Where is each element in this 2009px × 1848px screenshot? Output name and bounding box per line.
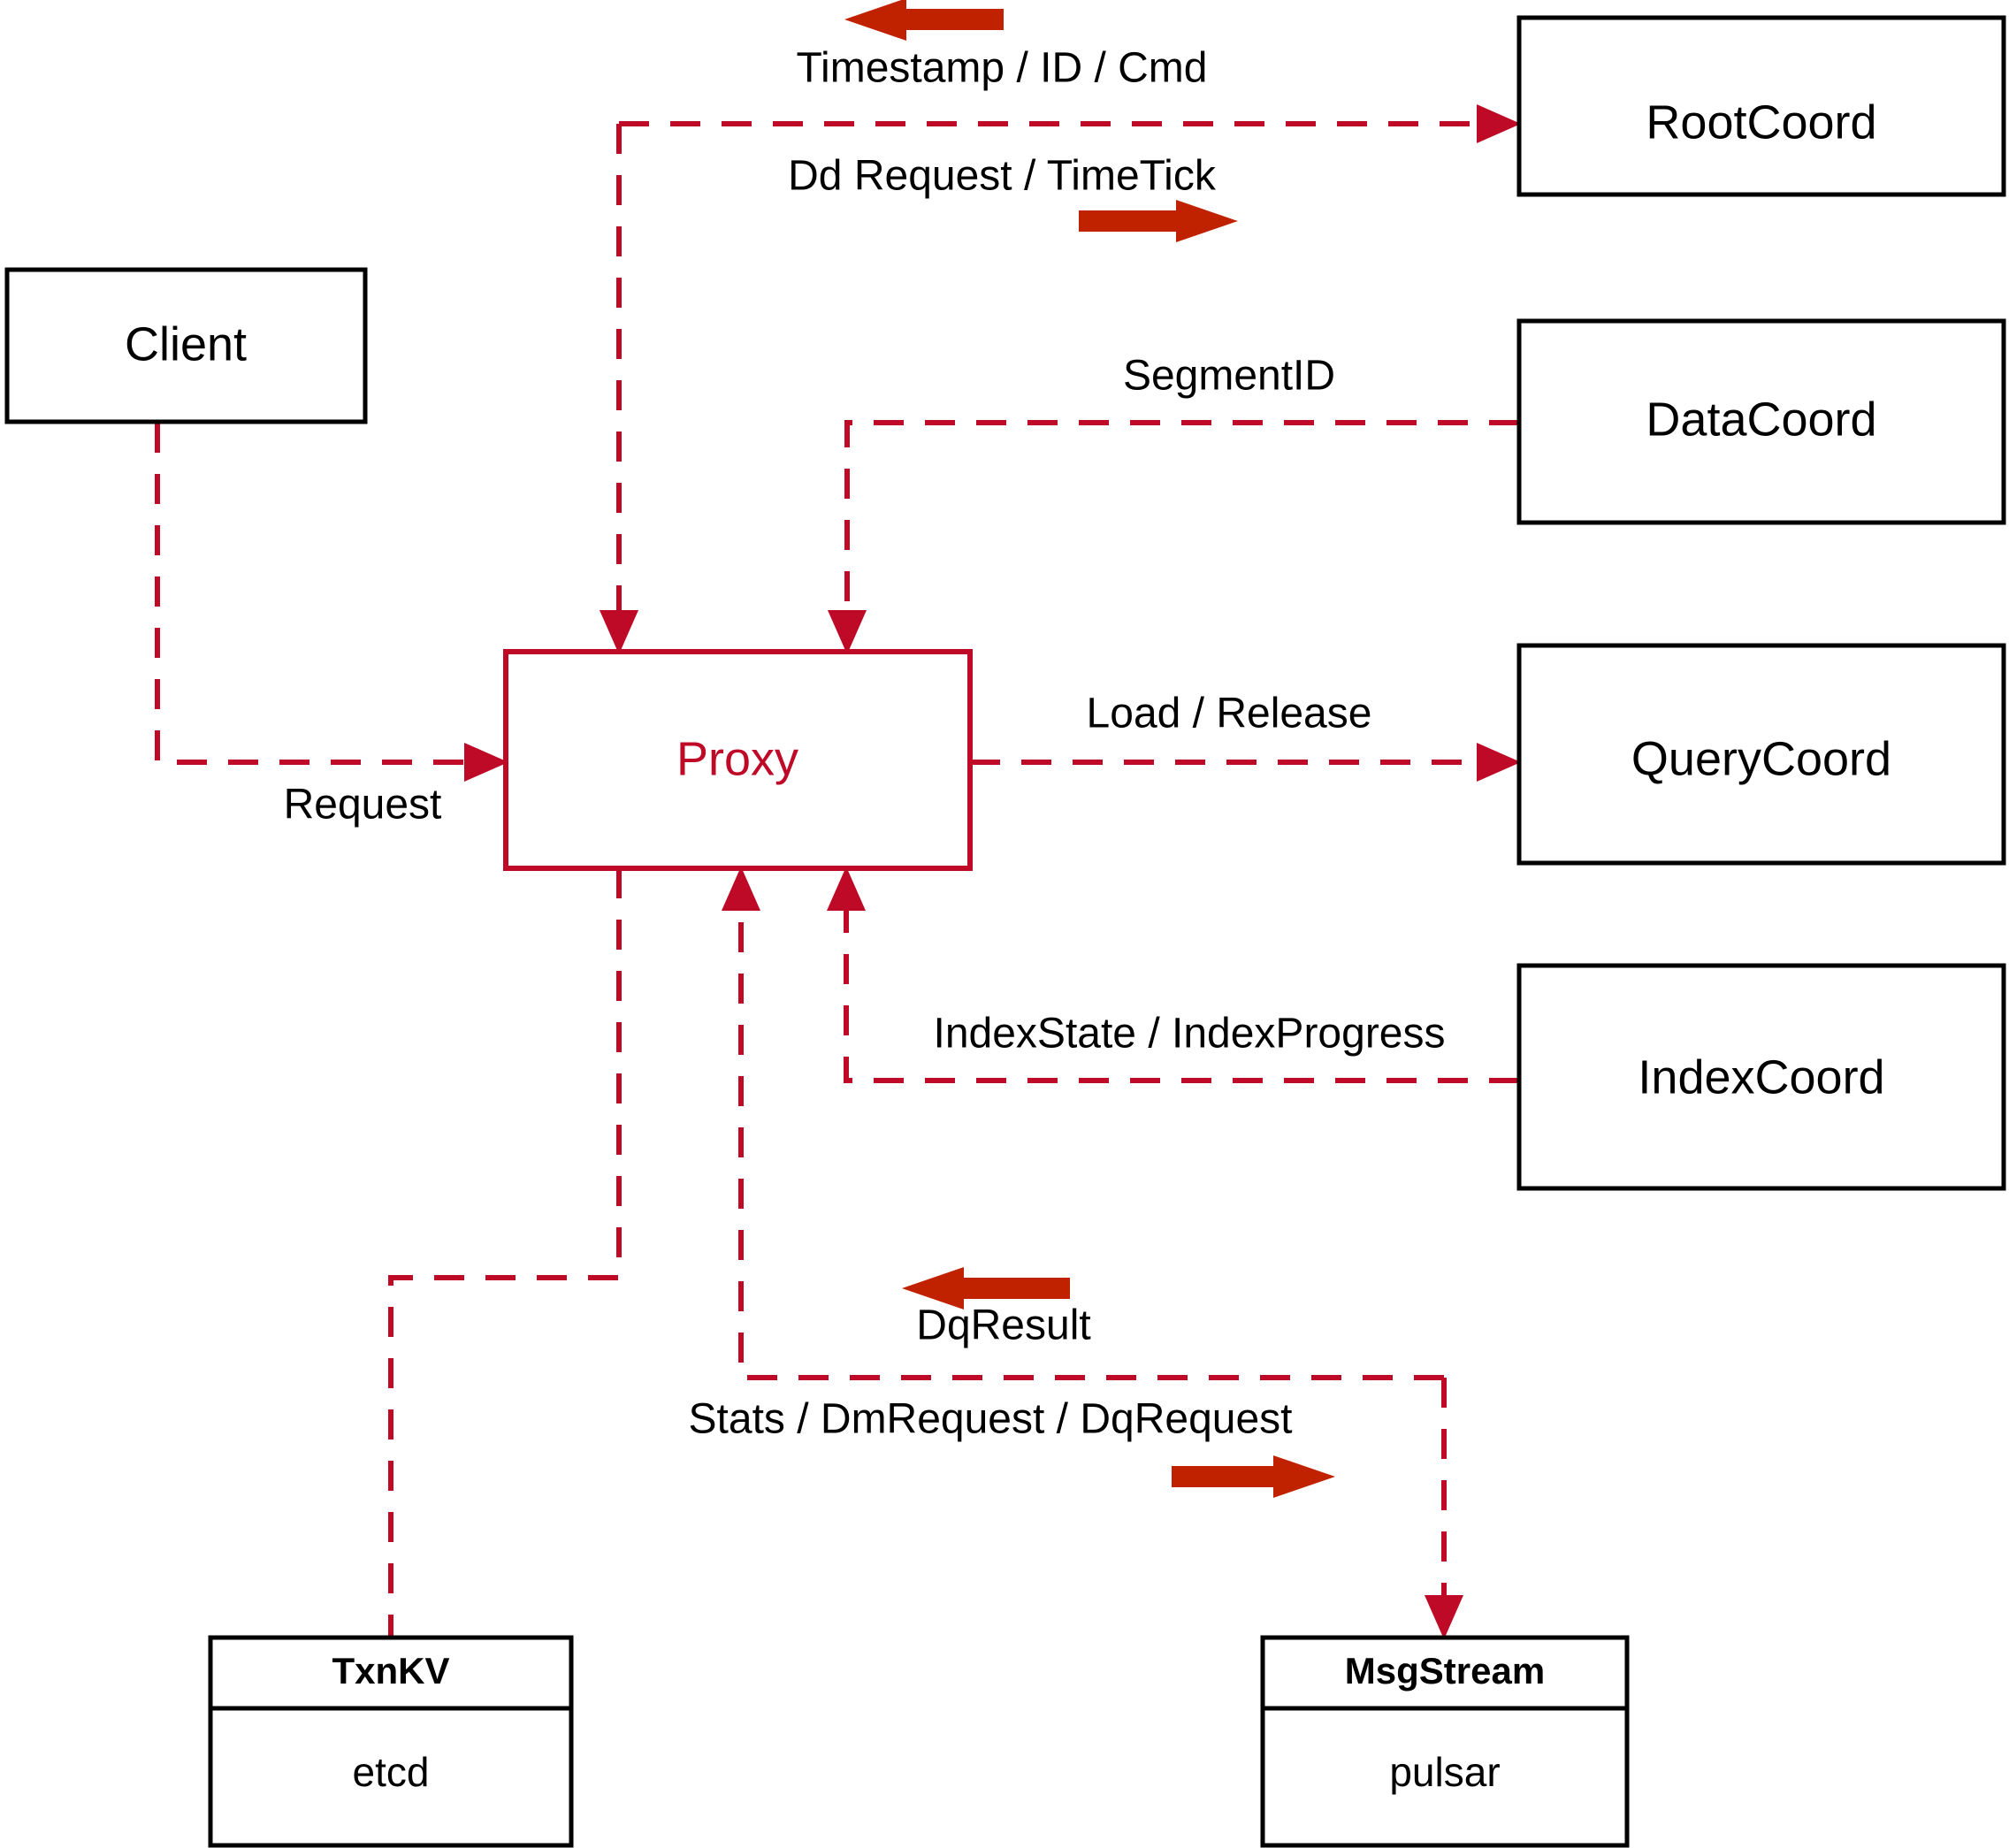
rootcoord-label: RootCoord <box>1646 95 1876 149</box>
flow-arrow-right-dqrequest <box>1172 1455 1335 1498</box>
node-indexcoord[interactable]: IndexCoord <box>1516 963 2006 1191</box>
edge-label-load-release: Load / Release <box>1087 691 1372 737</box>
node-datacoord[interactable]: DataCoord <box>1516 318 2006 525</box>
edge-proxy-to-msgstream <box>1425 1378 1463 1639</box>
edge-label-request: Request <box>284 782 442 829</box>
flow-arrow-left-dqresult <box>902 1267 1070 1310</box>
client-box[interactable] <box>4 267 368 424</box>
querycoord-label: QueryCoord <box>1631 732 1891 785</box>
rootcoord-box[interactable] <box>1516 15 2006 197</box>
edge-indexcoord-to-proxy <box>827 867 1519 1083</box>
node-rootcoord[interactable]: RootCoord <box>1516 15 2006 197</box>
client-label: Client <box>125 317 247 370</box>
edge-label-index-state-progress: IndexState / IndexProgress <box>934 1011 1446 1058</box>
txnkv-title: TxnKV <box>332 1650 449 1691</box>
edge-proxy-to-rootcoord <box>619 104 1521 143</box>
indexcoord-box[interactable] <box>1516 963 2006 1191</box>
txnkv-impl: etcd <box>353 1749 430 1795</box>
edge-proxy-to-txnkv <box>388 868 622 1638</box>
msgstream-title: MsgStream <box>1345 1650 1545 1691</box>
msgstream-box[interactable] <box>1260 1635 1630 1848</box>
edge-label-stats-dm-dq-request: Stats / DmRequest / DqRequest <box>689 1396 1293 1443</box>
edge-rootcoord-to-proxy <box>600 124 638 654</box>
node-client[interactable]: Client <box>4 267 368 424</box>
indexcoord-label: IndexCoord <box>1638 1050 1884 1103</box>
flow-arrow-left-rootcoord <box>844 0 1004 41</box>
datacoord-label: DataCoord <box>1646 393 1876 446</box>
flow-arrow-right-rootcoord <box>1079 200 1238 242</box>
node-msgstream[interactable]: MsgStream pulsar <box>1260 1635 1630 1848</box>
node-querycoord[interactable]: QueryCoord <box>1516 643 2006 866</box>
edge-label-dd-request-timetick: Dd Request / TimeTick <box>788 153 1217 200</box>
txnkv-box[interactable] <box>208 1635 574 1848</box>
edge-client-to-proxy <box>155 423 508 782</box>
edge-label-timestamp-id-cmd: Timestamp / ID / Cmd <box>797 45 1208 92</box>
edge-label-segment-id: SegmentID <box>1123 353 1335 400</box>
querycoord-box[interactable] <box>1516 643 2006 866</box>
edge-proxy-to-querycoord <box>970 743 1521 782</box>
proxy-box[interactable] <box>503 649 973 871</box>
proxy-label: Proxy <box>676 732 798 785</box>
edge-datacoord-to-proxy <box>828 420 1519 654</box>
edge-msgstream-to-proxy <box>722 867 1444 1380</box>
edge-label-dq-result: DqResult <box>916 1302 1090 1349</box>
node-txnkv[interactable]: TxnKV etcd <box>208 1635 574 1848</box>
node-proxy[interactable]: Proxy <box>503 649 973 871</box>
msgstream-impl: pulsar <box>1389 1749 1500 1795</box>
datacoord-box[interactable] <box>1516 318 2006 525</box>
